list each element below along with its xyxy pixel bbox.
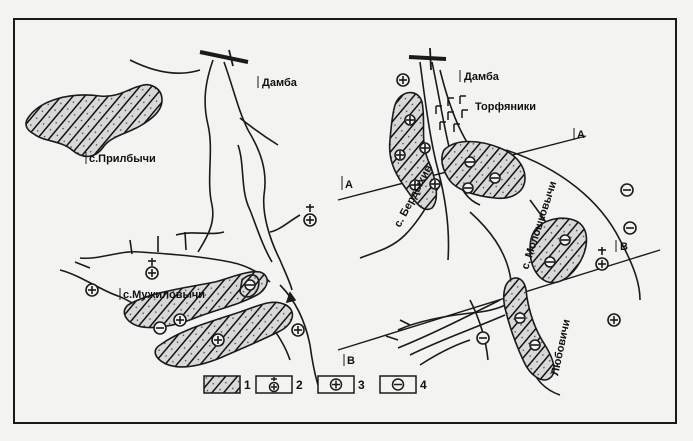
label-section-b-left: В [347,355,355,367]
label-village-pribychi: с.Прилбычи [89,153,156,165]
label-section-b-right: В [620,241,628,253]
left-hatch-pribychi [25,84,163,158]
plus-circle-icon [409,179,421,191]
minus-circle-icon [620,183,634,197]
plus-circle-icon [419,142,431,154]
cross-plus-icon [145,258,159,280]
plus-circle-icon [396,73,410,87]
legend-num-2: 2 [296,378,303,392]
plus-circle-icon [429,178,441,190]
label-dam-left: Дамба [262,77,298,89]
minus-circle-icon [391,378,405,391]
legend-item-2: 2 [255,375,303,394]
minus-circle-icon [244,279,256,291]
label-village-muzhilovychi: с.Мужиловычи [123,289,205,301]
minus-circle-icon [623,221,637,235]
river-left-main [197,59,214,253]
right-hatch-lyubov [502,277,555,381]
right-hatch-central [441,140,526,200]
label-section-a-right: А [577,129,585,141]
right-hatch-molosh [529,217,588,284]
cross-plus-icon [595,247,609,271]
right-hatch-dam [388,91,438,211]
plus-circle-icon [329,378,343,391]
plus-circle-icon [404,114,416,126]
map-frame [13,18,677,424]
minus-circle-icon [153,321,167,335]
legend-item-1: 1 [203,375,251,394]
left-hatch-muzhilovychi-1 [123,270,268,329]
left-hatch-muzhilovychi-2 [154,301,294,368]
label-dam-right: Дамба [464,71,500,83]
cross-plus-icon [303,204,317,227]
left-map [59,49,319,386]
plus-circle-icon [607,313,621,327]
hatched-area-icon [203,375,241,394]
minus-circle-icon [514,312,526,324]
legend: 1 2 3 4 [203,375,427,394]
label-peat: Торфяники [475,101,536,113]
minus-circle-icon [544,256,556,268]
plus-circle-icon [173,313,187,327]
minus-circle-icon [529,339,541,351]
legend-num-4: 4 [420,378,427,392]
dam-right-bar [408,55,447,61]
legend-num-3: 3 [358,378,365,392]
plus-circle-icon [211,333,225,347]
dam-left-bar [199,50,249,64]
plus-circle-icon [394,149,406,161]
minus-circle-icon [559,234,571,246]
well-symbols [85,73,637,351]
legend-item-4: 4 [379,375,427,394]
plus-circle-icon [85,283,99,297]
minus-circle-icon [476,331,490,345]
minus-circle-icon [462,182,474,194]
plus-circle-icon [291,323,305,337]
minus-circle-icon [464,156,476,168]
legend-num-1: 1 [244,378,251,392]
minus-circle-icon [489,172,501,184]
cross-plus-icon [268,377,280,393]
legend-item-3: 3 [317,375,365,394]
label-village-lyubovychi: Любовичи [549,318,573,376]
peat-symbols [435,95,468,132]
label-section-a-left: А [345,179,353,191]
